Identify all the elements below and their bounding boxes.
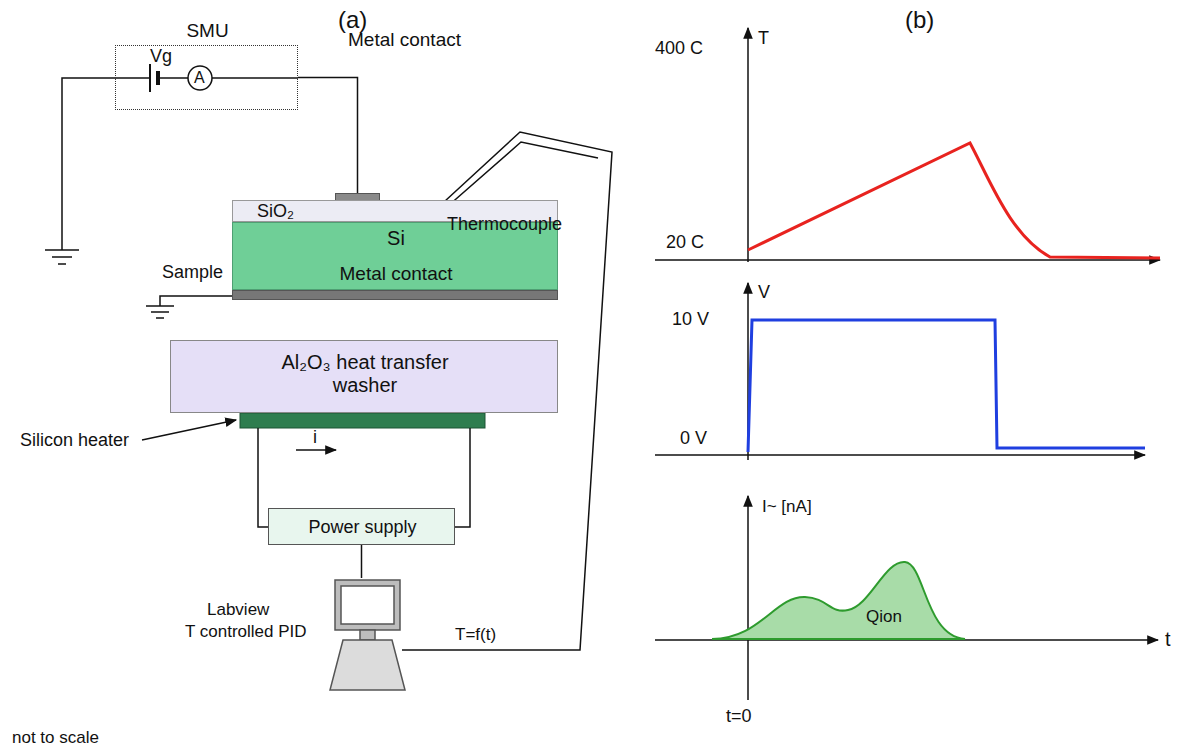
node-label: Labview xyxy=(207,600,269,620)
ammeter-symbol xyxy=(188,66,212,90)
back-contact: Metal contact xyxy=(232,290,558,300)
smu-wiring xyxy=(62,78,150,250)
silicon-heater xyxy=(240,413,485,428)
computer-icon xyxy=(360,630,375,640)
note: not to scale xyxy=(12,728,99,748)
current-arrow xyxy=(296,449,336,451)
sample-ground xyxy=(151,311,169,313)
heater-wires xyxy=(258,428,268,527)
current-peaks xyxy=(712,562,965,639)
temperature-curve xyxy=(748,143,1160,258)
battery-symbol xyxy=(149,64,151,92)
part-name: Silicon heater xyxy=(20,430,129,451)
wire xyxy=(361,545,363,578)
computer: LabviewT controlled PID xyxy=(185,578,410,690)
signal-name: Vg xyxy=(150,46,172,67)
voltage-curve xyxy=(748,320,1145,452)
smu-wiring xyxy=(158,77,188,79)
heater-wires xyxy=(455,428,470,527)
ground-symbol xyxy=(45,250,79,264)
axis-tick: 20 C xyxy=(666,232,704,253)
part-name: Sample xyxy=(162,262,223,283)
ammeter-symbol xyxy=(188,66,212,90)
temperature-curve xyxy=(748,143,1160,258)
node-label: SiO₂ xyxy=(257,201,294,222)
ground-symbol xyxy=(52,256,72,258)
heat-washer: Al₂O₃ heat transfer washer xyxy=(170,340,558,413)
leader-arrow xyxy=(142,420,236,440)
voltage-curve xyxy=(748,320,1145,452)
wire xyxy=(298,78,358,194)
panel-label: (a) xyxy=(338,6,367,34)
panel-label: (b) xyxy=(905,6,934,34)
axis-tick: t=0 xyxy=(726,706,752,727)
node-label: Metal contact xyxy=(233,263,559,285)
computer-icon xyxy=(335,580,400,630)
axis-title: I~ [nA] xyxy=(762,497,812,517)
meter-letter: A xyxy=(194,69,205,87)
plot-axes xyxy=(747,496,749,700)
smu-box: SMU xyxy=(115,45,298,110)
plot-axes xyxy=(655,28,1160,700)
signal-name: i xyxy=(313,427,317,448)
axis-title: t xyxy=(1165,628,1171,651)
plot-axes xyxy=(747,28,749,262)
computer-icon xyxy=(330,640,405,690)
area-label: Qion xyxy=(866,607,902,627)
signal-name: T=f(t) xyxy=(455,625,496,645)
axis-tick: 0 V xyxy=(680,428,707,449)
sample-ground xyxy=(156,317,164,319)
ground-symbol xyxy=(45,249,79,251)
silicon-heater xyxy=(240,413,485,428)
battery-symbol xyxy=(150,64,158,92)
sample-ground xyxy=(146,305,174,307)
node-label: Al₂O₃ heat transfer washer xyxy=(280,351,450,397)
node-label: SMU xyxy=(116,20,299,42)
power-supply-box: Power supply xyxy=(268,508,455,545)
ground-symbol xyxy=(58,263,66,265)
computer-icon xyxy=(330,580,405,690)
current-arrow xyxy=(296,450,336,451)
node-label: Power supply xyxy=(269,517,456,538)
plot-axes xyxy=(655,454,1145,456)
axis-tick: 10 V xyxy=(672,309,709,330)
axis-title: V xyxy=(758,282,770,303)
plot-axes xyxy=(655,259,1160,261)
sample-ground xyxy=(160,296,232,306)
current-peaks xyxy=(712,562,965,639)
battery-symbol xyxy=(156,71,160,85)
part-name: Thermocouple xyxy=(447,214,562,235)
computer-icon xyxy=(341,586,394,624)
leader-arrow xyxy=(142,420,236,440)
sample-ground xyxy=(146,296,232,318)
axis-tick: 400 C xyxy=(655,38,703,59)
node-label: T controlled PID xyxy=(185,622,307,642)
smu-wiring xyxy=(212,77,298,79)
axis-title: T xyxy=(758,28,769,49)
